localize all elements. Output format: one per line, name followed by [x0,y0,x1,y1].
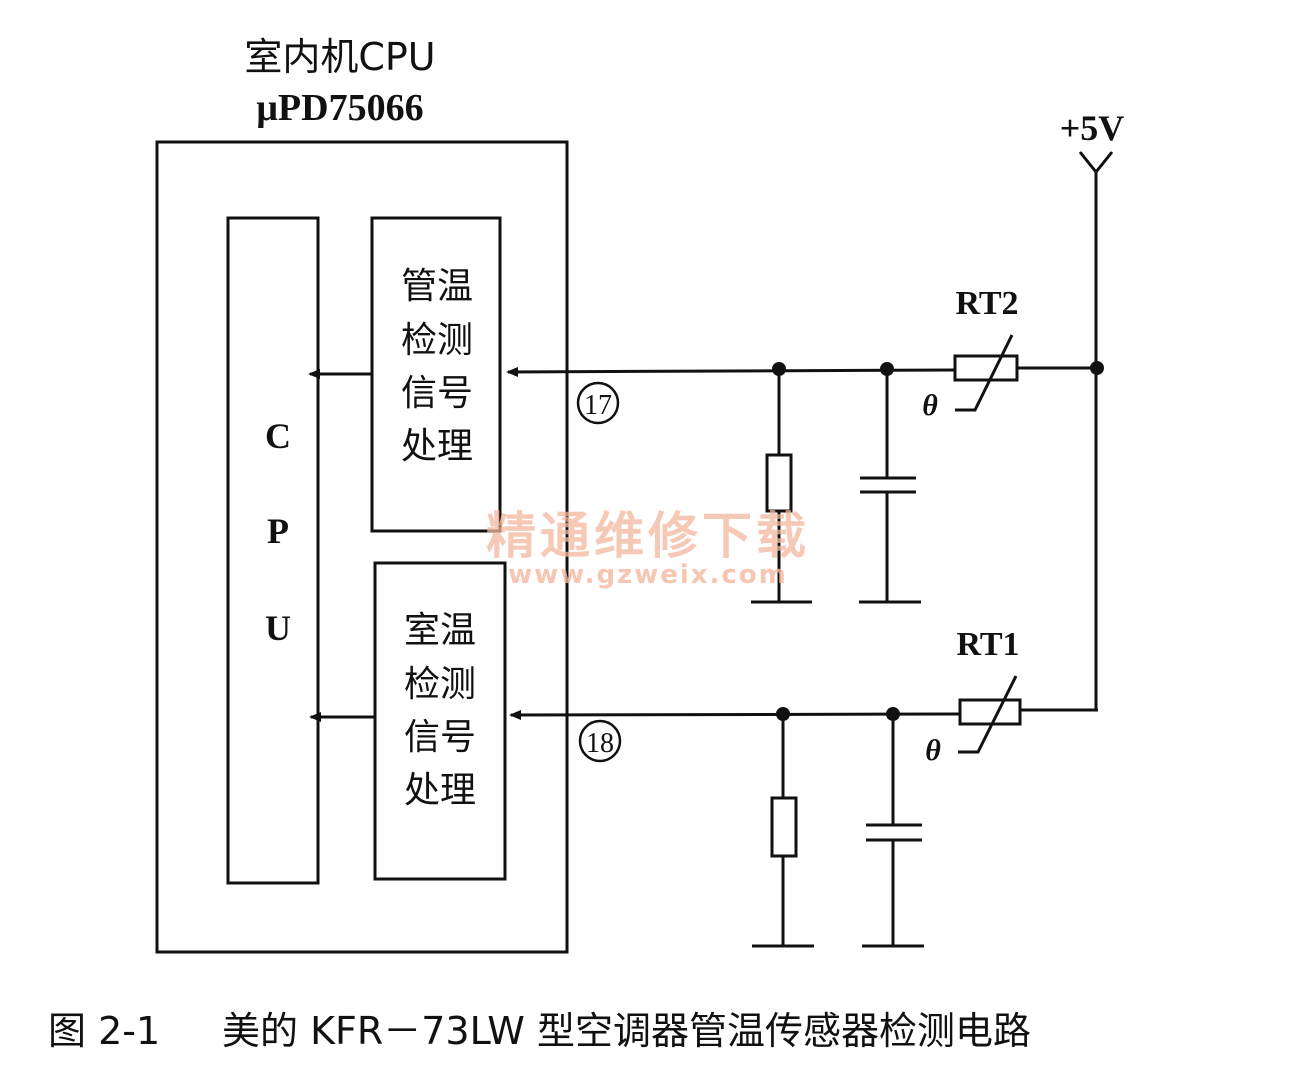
rt1-thermistor [958,698,1022,726]
watermark-text: 精通维修下载 [486,507,810,565]
room-block-line2: 检测 [404,664,476,705]
room-block-line3: 信号 [404,717,476,758]
cpu-label-u: U [265,608,291,648]
pin18-label: 18 [586,728,614,759]
rt2-thermistor [953,354,1019,382]
pin17-label: 17 [584,390,612,421]
pin18-signal-wire [509,709,961,720]
rt2-label: RT2 [955,285,1018,322]
rt2-theta: θ [922,389,938,422]
rt1-label: RT1 [956,626,1019,663]
rt2-thermal-arrow [955,334,1014,412]
upper-resistor [765,453,793,513]
figure-number: 图 2-1 [48,1009,160,1053]
pipe-block-line2: 检测 [401,320,473,361]
pipe-block-line1: 管温 [401,266,473,307]
room-block-line1: 室温 [404,610,476,651]
room-block-line4: 处理 [404,770,476,811]
cpu-label-p: P [267,511,289,551]
room-temp-processing-block [373,561,507,881]
figure-caption: 美的 KFR－73LW 型空调器管温传感器检测电路 [222,1009,1031,1053]
chip-title: 室内机CPU [244,35,435,79]
rt1-theta: θ [925,734,941,767]
supply-terminal-symbol [1078,151,1114,175]
chip-model: μPD75066 [256,87,423,129]
pin17-circle [576,381,620,425]
pipe-block-line4: 处理 [401,426,473,467]
chip-outline [155,140,569,954]
lower-resistor [770,796,798,858]
cpu-block [226,216,320,885]
watermark-url: www.gzweix.com [508,560,788,590]
rt1-thermal-arrow [958,675,1018,754]
supply-label: +5V [1060,108,1125,148]
pipe-block-line3: 信号 [401,373,473,414]
pin18-circle [578,719,622,763]
cpu-label-c: C [265,416,291,456]
